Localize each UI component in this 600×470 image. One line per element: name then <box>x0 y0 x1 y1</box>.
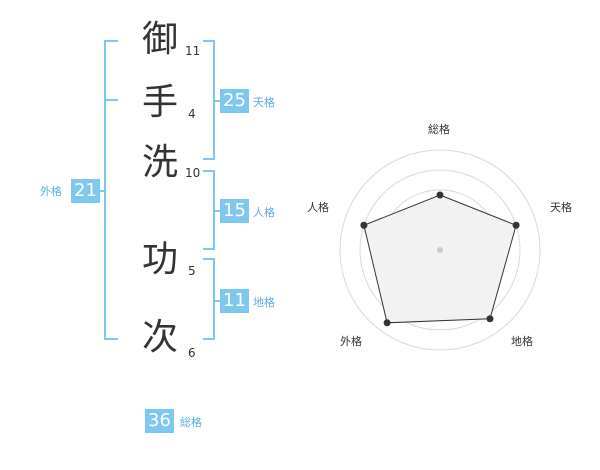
radar-point-tenkaku <box>512 221 520 229</box>
chikaku-label: 地格 <box>253 296 275 309</box>
tenkaku-value-badge: 25 <box>220 89 249 113</box>
tenkaku-label: 天格 <box>253 96 275 109</box>
soukaku-value-badge: 36 <box>145 409 174 433</box>
radar-label-jinkaku: 人格 <box>307 201 329 214</box>
soukaku-label: 総格 <box>180 416 202 429</box>
radar-center-dot <box>437 247 443 253</box>
radar-point-jinkaku <box>360 221 368 229</box>
radar-ring-5 <box>339 149 541 351</box>
stroke-count-4: 5 <box>188 264 196 278</box>
radar-label-gaikaku: 外格 <box>340 335 362 348</box>
radar-label-soukaku: 総格 <box>428 123 450 136</box>
radar-point-chikaku <box>486 315 494 323</box>
radar-label-tenkaku: 天格 <box>550 201 572 214</box>
jinkaku-label: 人格 <box>253 206 275 219</box>
stroke-count-1: 11 <box>185 44 201 58</box>
gaikaku-value-badge: 21 <box>71 179 100 203</box>
stroke-count-2: 4 <box>188 107 196 121</box>
stroke-count-3: 10 <box>185 166 201 180</box>
radar-ring-4 <box>359 169 521 331</box>
radar-label-chikaku: 地格 <box>511 335 533 348</box>
name-char-4: 功 <box>141 239 178 280</box>
stroke-count-5: 6 <box>188 346 196 360</box>
name-char-2: 手 <box>141 82 178 123</box>
name-char-1: 御 <box>141 19 178 60</box>
gaikaku-label: 外格 <box>40 185 62 198</box>
radar-polygon <box>363 194 517 324</box>
name-char-5: 次 <box>141 317 178 358</box>
chikaku-value-badge: 11 <box>220 289 249 313</box>
jinkaku-value-badge: 15 <box>220 199 249 223</box>
radar-point-gaikaku <box>383 319 391 327</box>
name-char-3: 洗 <box>141 142 178 183</box>
radar-point-soukaku <box>436 191 444 199</box>
radar-points <box>360 191 520 327</box>
